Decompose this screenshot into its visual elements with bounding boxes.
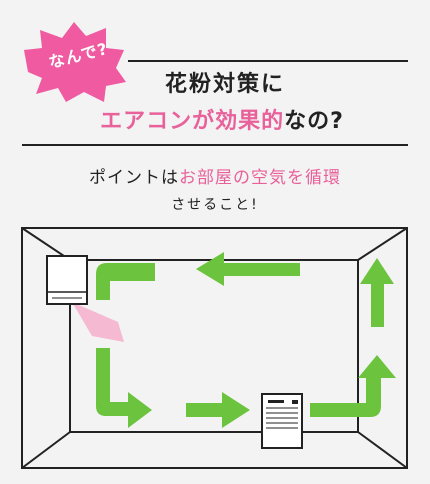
arrow-bottom-middle-head [222, 392, 250, 428]
room-edge-tl [21, 227, 71, 261]
air-purifier-icon [261, 393, 303, 449]
point-highlight: お部屋の空気を循環 [179, 168, 341, 188]
arrow-bottom-middle-shaft [186, 403, 224, 417]
title-rule-bottom [22, 144, 408, 146]
arrow-right-head [360, 258, 394, 284]
point-prefix: ポイントは [89, 168, 179, 188]
point-text: ポイントはお部屋の空気を循環 [0, 163, 430, 188]
circulation-arrows [96, 252, 396, 428]
burst-shape-icon [24, 22, 126, 102]
arrow-bottom-right [310, 355, 396, 417]
room-edge-br [357, 431, 408, 469]
title-rule-top [128, 60, 408, 62]
airflow-icon [72, 302, 124, 342]
room-frame [21, 227, 408, 469]
room-outline [21, 227, 408, 469]
arrow-left-bottom [96, 348, 152, 428]
air-conditioner-icon [46, 255, 88, 305]
why-badge [22, 20, 126, 102]
heading-line-1: 花粉対策に [164, 72, 285, 97]
heading-highlight: エアコンが効果的 [100, 109, 285, 134]
point-text-line-2: させること! [171, 197, 259, 213]
heading-line-2: エアコンが効果的なの? [52, 103, 392, 135]
room-edge-tr [357, 227, 408, 261]
room-edge-bl [21, 431, 71, 469]
arrow-top-left [96, 263, 155, 300]
arrow-top-middle-head [196, 252, 224, 286]
heading-suffix: なの? [284, 109, 344, 134]
arrow-top-middle-shaft [222, 263, 300, 276]
arrow-right-shaft [371, 282, 384, 327]
